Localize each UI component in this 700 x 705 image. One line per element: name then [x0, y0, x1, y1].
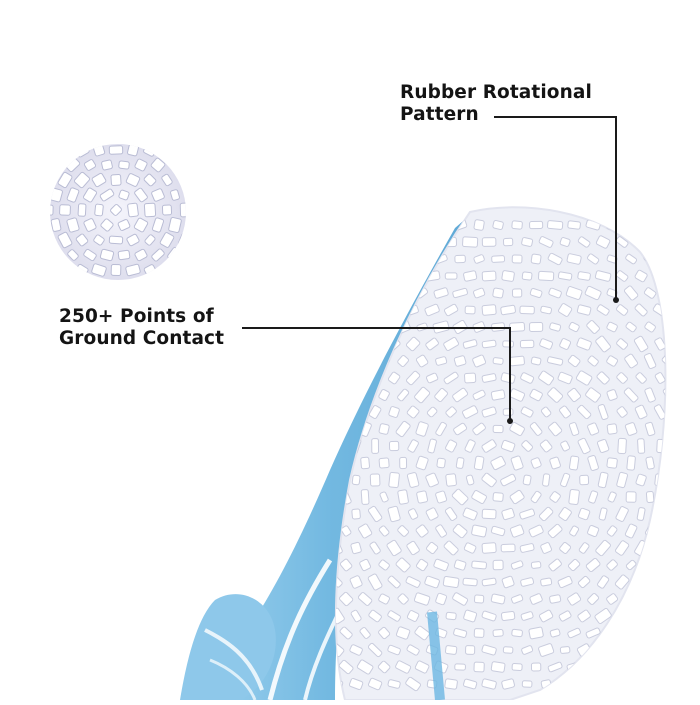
callout-rubber-line1: Rubber Rotational	[400, 82, 592, 103]
leader-line-points-vertical	[509, 327, 511, 419]
callout-ground-contact-points: 250+ Points of Ground Contact	[59, 306, 224, 350]
callout-points-line1: 250+ Points of	[59, 306, 214, 327]
callout-rubber-rotational-pattern: Rubber Rotational Pattern	[400, 82, 592, 126]
leader-dot-points	[507, 418, 513, 424]
leader-line-rubber-horizontal	[494, 116, 616, 118]
leader-line-points-horizontal	[242, 327, 510, 329]
shoe-outsole	[334, 206, 667, 701]
callout-points-line2: Ground Contact	[59, 328, 225, 349]
leader-line-rubber-vertical	[615, 116, 617, 298]
leader-dot-rubber	[613, 297, 619, 303]
sole-detail-closeup	[50, 144, 186, 280]
callout-rubber-line2: Pattern	[400, 104, 479, 125]
